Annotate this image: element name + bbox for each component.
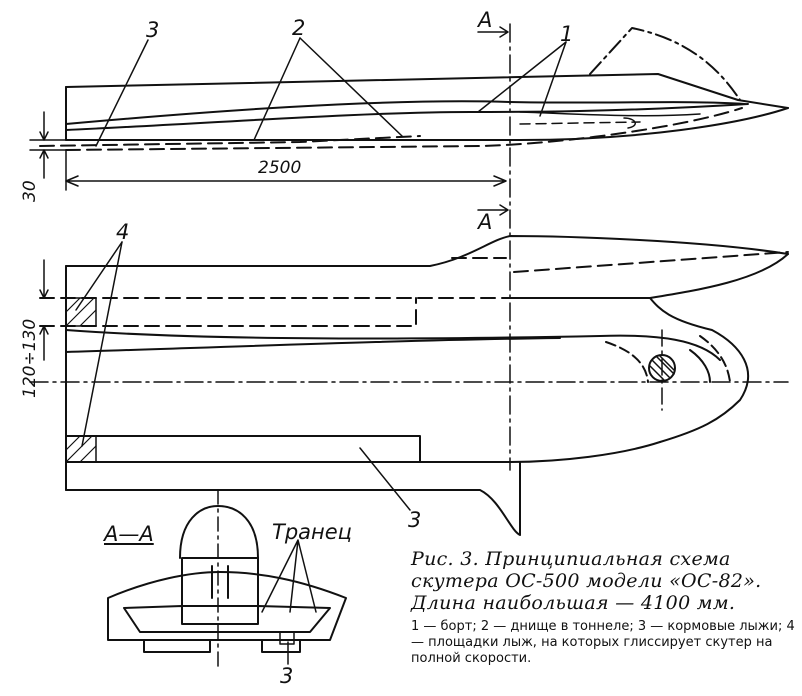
leader-2-a: [253, 37, 301, 141]
plan-view-outline-bottom: [65, 461, 521, 536]
side-view-waterline-dashed: [519, 121, 641, 125]
side-view-tunnel-dashed: [65, 107, 743, 151]
label-1: 1: [560, 22, 574, 46]
ski-pad-lower-hatch: [65, 435, 97, 463]
ski-pad-lower: [65, 435, 97, 463]
section-fin-block: [181, 557, 259, 607]
section-line-a: [477, 23, 511, 471]
ski-pad-upper-hatch: [65, 297, 97, 327]
rope-coil-icon: [648, 354, 676, 382]
leader-4-a: [75, 241, 123, 311]
section-ski-left: [143, 639, 211, 653]
plan-view-bow-upper: [649, 253, 789, 443]
section-outer-hull: [107, 571, 347, 641]
side-view-spray-lip: [519, 111, 701, 117]
dim-width-arrow: [39, 259, 49, 361]
side-view-deck-line: [65, 73, 789, 109]
leader-3-plan: [359, 447, 411, 511]
plan-view-bow-lower: [65, 441, 661, 463]
leader-4-b: [81, 241, 123, 447]
plan-view-outline-top: [65, 235, 789, 267]
plan-view-bow-dashed-arc: [605, 335, 731, 383]
dim-30-arrow-top: [39, 111, 49, 141]
plan-view-tunnel-edge-top: [65, 329, 721, 361]
side-view-inner-hook: [623, 117, 636, 129]
leader-transom: [261, 539, 317, 613]
side-view-sheer-curve: [65, 100, 746, 125]
label-3-side: 3: [146, 18, 160, 42]
leader-1-b: [539, 41, 567, 117]
leader-3-side: [95, 39, 149, 147]
label-3-section: 3: [280, 664, 294, 688]
label-section-a-top: A: [478, 8, 493, 32]
label-transom: Транец: [272, 520, 352, 544]
section-inner-hull: [123, 605, 331, 633]
leader-1-a: [477, 41, 567, 113]
figure-caption: Рис. 3. Принципиальная схема скутера ОС-…: [411, 548, 762, 614]
dim-2500-line: [65, 175, 507, 187]
side-view-fairing-dashdot: [589, 27, 741, 101]
plan-view-ski-dashed-mid: [39, 297, 417, 327]
plan-view-bow-solid-arc: [689, 349, 711, 383]
plan-view-tunnel-edge-mid: [65, 337, 561, 353]
section-arrow-top: [477, 26, 509, 38]
label-dim-120-130: 120÷130: [20, 318, 40, 398]
label-4: 4: [116, 220, 130, 244]
section-ski-pad: [279, 631, 295, 645]
label-3-plan: 3: [408, 508, 422, 532]
side-view-bottom-dashed: [39, 135, 421, 147]
label-2: 2: [292, 16, 306, 40]
section-ski-right: [261, 639, 301, 653]
side-view-chine-curve: [65, 103, 749, 131]
figure-legend: 1 — борт; 2 — днище в тоннеле; 3 — кормо…: [411, 619, 795, 666]
section-fin-inner: [211, 565, 229, 599]
section-arrow-bottom: [477, 204, 509, 216]
label-section-a-a: A—A: [104, 522, 154, 546]
dim-30-arrow-bottom: [39, 149, 49, 179]
rope-coil-hatch: [649, 355, 675, 381]
plan-view: [29, 235, 789, 536]
section-dome: [179, 505, 259, 559]
plan-view-ski-bottom: [65, 435, 421, 463]
label-dim-30: 30: [20, 180, 40, 202]
side-view-leaders: [95, 37, 567, 147]
side-view: [29, 27, 789, 191]
label-dim-2500: 2500: [258, 158, 302, 178]
side-view-keel-line: [65, 107, 789, 141]
section-a-a-view: [107, 489, 347, 671]
leader-2-b: [299, 37, 403, 137]
label-section-a-bottom: A: [478, 210, 493, 234]
plan-view-deck-dashed: [451, 251, 789, 273]
